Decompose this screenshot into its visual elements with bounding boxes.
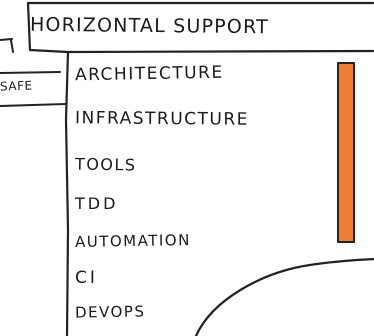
page-title: Horizontal Support — [29, 13, 269, 39]
list-item-architecture[interactable]: Architecture — [74, 62, 224, 86]
list-item-tdd[interactable]: TDD — [75, 194, 119, 213]
side-box-top — [0, 71, 61, 74]
side-label: SAFE — [0, 78, 33, 94]
panel-top-border — [28, 48, 374, 54]
panel-left-border — [64, 50, 70, 336]
corner-curve — [194, 257, 374, 336]
scrollbar-thumb[interactable] — [337, 62, 355, 243]
list-item-tools[interactable]: Tools — [74, 154, 137, 175]
list-item-automation[interactable]: Automation — [74, 230, 192, 252]
list-item-devops[interactable]: DevOps — [74, 302, 146, 322]
list-item-infrastructure[interactable]: Infrastructure — [74, 108, 250, 130]
title-box-left-edge — [26, 1, 32, 52]
tab-edge — [0, 38, 13, 41]
side-box-bottom — [0, 103, 67, 107]
tab-edge-2 — [10, 39, 14, 53]
list-item-ci[interactable]: CI — [75, 268, 98, 288]
